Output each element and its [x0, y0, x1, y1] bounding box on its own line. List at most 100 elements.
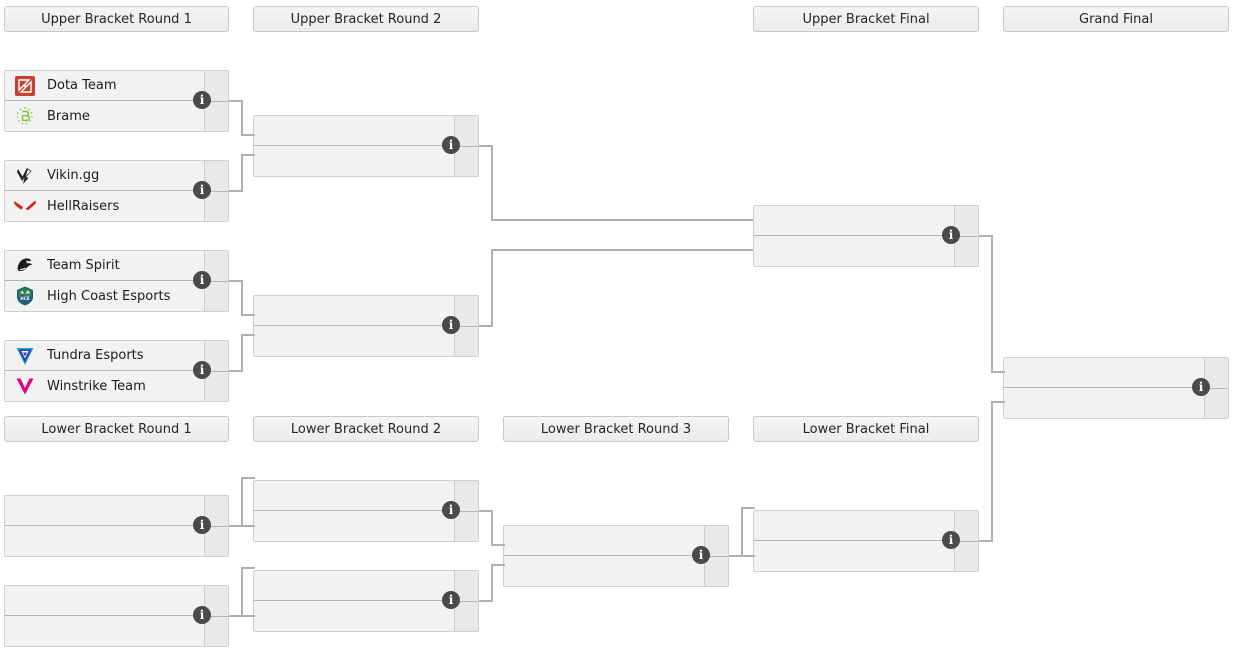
match-ubr1-m2[interactable]: Vikin.gg HellRaisers	[4, 160, 229, 222]
team-logo-placeholder	[1012, 361, 1036, 385]
match-info-icon[interactable]: i	[193, 361, 211, 379]
team-row-bottom[interactable]	[504, 556, 728, 586]
bracket-connector	[241, 477, 255, 479]
team-row-bottom[interactable]	[254, 146, 478, 176]
match-info-icon[interactable]: i	[692, 546, 710, 564]
team-row-top[interactable]: Tundra Esports	[5, 341, 228, 371]
bracket-connector	[241, 567, 255, 569]
match-info-icon[interactable]: i	[193, 271, 211, 289]
team-logo-placeholder	[262, 484, 286, 508]
match-info-icon[interactable]: i	[193, 516, 211, 534]
team-row-top[interactable]	[254, 116, 478, 146]
team-row-bottom[interactable]	[754, 541, 978, 571]
team-row-bottom[interactable]: Winstrike Team	[5, 371, 228, 401]
match-info-icon[interactable]: i	[193, 606, 211, 624]
round-header-lower-1[interactable]: Lower Bracket Round 1	[4, 416, 229, 442]
team-row-bottom[interactable]: HCE High Coast Esports	[5, 281, 228, 311]
score-bottom	[955, 541, 978, 571]
match-ubr1-m4[interactable]: Tundra Esports Winstrike Team	[4, 340, 229, 402]
bracket-connector	[241, 280, 243, 316]
team-logo-placeholder	[262, 149, 286, 173]
match-info-icon[interactable]: i	[1192, 378, 1210, 396]
bracket-connector	[479, 510, 493, 512]
match-ubr1-m1[interactable]: Dota Team Brame	[4, 70, 229, 132]
team-logo-placeholder	[13, 589, 37, 613]
team-name: Vikin.gg	[47, 168, 100, 183]
round-header-upper-2[interactable]: Upper Bracket Round 2	[253, 6, 479, 32]
round-header-lower-3[interactable]: Lower Bracket Round 3	[503, 416, 729, 442]
round-header-lower-4[interactable]: Lower Bracket Final	[753, 416, 979, 442]
match-info-icon[interactable]: i	[442, 316, 460, 334]
score-divider	[205, 281, 228, 282]
match-info-icon[interactable]: i	[442, 501, 460, 519]
team-logo-placeholder	[262, 119, 286, 143]
match-lbr3-m1[interactable]	[503, 525, 729, 587]
bracket-connector	[491, 219, 753, 221]
team-row-top[interactable]	[754, 206, 978, 236]
round-header-upper-4[interactable]: Grand Final	[1003, 6, 1229, 32]
bracket-connector	[491, 510, 493, 546]
match-lbr1-m1[interactable]	[4, 495, 229, 557]
match-info-icon[interactable]: i	[442, 136, 460, 154]
match-info-icon[interactable]: i	[193, 181, 211, 199]
match-ubf-m1[interactable]	[753, 205, 979, 267]
bracket-connector	[229, 190, 243, 192]
team-name: High Coast Esports	[47, 288, 171, 304]
match-info-icon[interactable]: i	[942, 226, 960, 244]
match-lbr2-m1[interactable]	[253, 480, 479, 542]
team-row-top[interactable]	[5, 496, 228, 526]
match-ubr1-m3[interactable]: Team Spirit HCE High Coast Esports	[4, 250, 229, 312]
bracket-connector	[241, 334, 255, 336]
score-divider	[455, 511, 478, 512]
match-info-icon[interactable]: i	[442, 591, 460, 609]
team-row-bottom[interactable]	[5, 616, 228, 646]
match-ubr2-m1[interactable]	[253, 115, 479, 177]
bracket-connector	[241, 567, 243, 617]
score-bottom	[455, 511, 478, 541]
team-row-top[interactable]: Team Spirit	[5, 251, 228, 281]
score-bottom	[955, 236, 978, 266]
team-row-bottom[interactable]: HellRaisers	[5, 191, 228, 221]
team-logo-placeholder	[1012, 391, 1036, 415]
bracket-connector	[491, 544, 505, 546]
round-header-upper-3[interactable]: Upper Bracket Final	[753, 6, 979, 32]
match-lbr1-m2[interactable]	[4, 585, 229, 647]
match-info-icon[interactable]: i	[193, 91, 211, 109]
round-header-lower-2[interactable]: Lower Bracket Round 2	[253, 416, 479, 442]
team-row-bottom[interactable]	[254, 326, 478, 356]
round-header-upper-1[interactable]: Upper Bracket Round 1	[4, 6, 229, 32]
vikingg-logo	[13, 164, 37, 188]
bracket-connector	[491, 564, 505, 566]
team-row-top[interactable]	[1004, 358, 1228, 388]
team-row-bottom[interactable]	[5, 526, 228, 556]
team-row-top[interactable]	[254, 571, 478, 601]
team-row-bottom[interactable]	[254, 601, 478, 631]
bracket-connector	[991, 235, 993, 373]
match-gf-m1[interactable]	[1003, 357, 1229, 419]
score-bottom	[455, 326, 478, 356]
team-row-top[interactable]	[254, 481, 478, 511]
team-row-bottom[interactable]	[1004, 388, 1228, 418]
bracket-connector	[241, 154, 243, 192]
team-row-top[interactable]	[754, 511, 978, 541]
team-name: HellRaisers	[47, 198, 120, 214]
team-row-top[interactable]: Dota Team	[5, 71, 228, 101]
bracket-connector	[479, 600, 493, 602]
bracket-connector	[241, 100, 243, 136]
match-info-icon[interactable]: i	[942, 531, 960, 549]
score-divider	[455, 326, 478, 327]
team-logo-placeholder	[13, 499, 37, 523]
team-row-bottom[interactable]	[254, 511, 478, 541]
team-row-bottom[interactable]	[754, 236, 978, 266]
high-coast-esports-logo: HCE	[13, 284, 37, 308]
bracket-connector	[491, 249, 493, 327]
score-bottom	[455, 146, 478, 176]
team-name: Brame	[47, 108, 90, 124]
team-row-top[interactable]: Vikin.gg	[5, 161, 228, 191]
team-row-top[interactable]	[5, 586, 228, 616]
team-row-top[interactable]	[504, 526, 728, 556]
team-logo-placeholder	[262, 329, 286, 353]
team-row-top[interactable]	[254, 296, 478, 326]
dota-team-logo	[13, 74, 37, 98]
team-row-bottom[interactable]: Brame	[5, 101, 228, 131]
